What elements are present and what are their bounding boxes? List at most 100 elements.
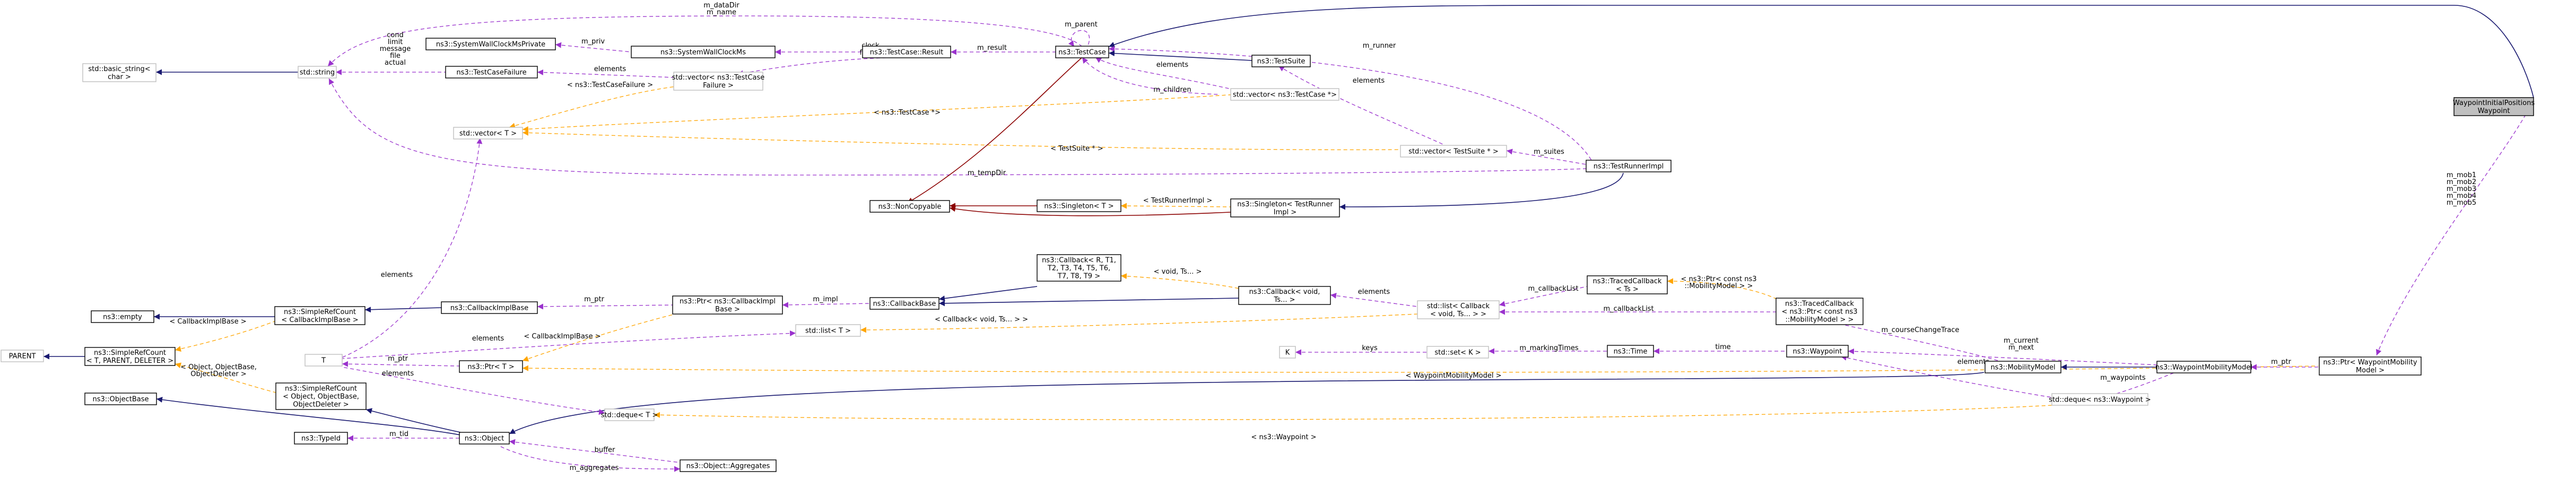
node-empty[interactable]: ns3::empty [91,310,154,323]
label-elements-dq-line: elements [382,370,414,378]
node-t[interactable]: T [304,354,343,367]
node-waypoint-label-line: ns3::Waypoint [1793,348,1842,356]
node-callbackimplbase[interactable]: ns3::CallbackImplBase [441,301,538,314]
node-simplerefcount-callbackimplbase[interactable]: ns3::SimpleRefCount< CallbackImplBase > [274,306,365,325]
label-cond-group-line: limit [388,38,403,46]
node-list-t[interactable]: std::list< T > [795,324,861,337]
node-empty-label-line: ns3::empty [103,313,142,321]
node-simplerefcount-t-parent-deleter[interactable]: ns3::SimpleRefCount< T, PARENT, DELETER … [84,347,176,366]
node-testcase-result[interactable]: ns3::TestCase::Result [862,46,951,58]
node-deque-t-box [604,408,655,421]
node-std-string[interactable]: std::string [298,66,337,79]
node-objectbase-label: ns3::ObjectBase [92,396,149,404]
node-object-aggregates[interactable]: ns3::Object::Aggregates [680,459,777,472]
label-buffer-line: buffer [595,446,615,454]
node-tracedcallback-mobilitymodel[interactable]: ns3::TracedCallback< ns3::Ptr< const ns3… [1776,298,1864,325]
node-tracedcallback-mobilitymodel-label-line: ::MobilityModel > > [1786,316,1854,324]
label-m-ptr-wmm-line: m_ptr [2271,358,2292,366]
edge-object-to-mobility [509,372,1985,434]
node-deque-t[interactable]: std::deque< T > [601,408,658,421]
node-singleton-t[interactable]: ns3::Singleton< T > [1037,199,1121,212]
node-set-k[interactable]: std::set< K > [1426,346,1489,359]
edge-vectort-to-vector-failure [509,84,690,129]
node-systemwallclockms[interactable]: ns3::SystemWallClockMs [631,46,776,58]
node-parent[interactable]: PARENT [1,350,44,362]
node-typeid-box [294,432,348,445]
node-list-t-label-line: std::list< T > [805,327,851,335]
label-m-suites: m_suites [1534,148,1564,156]
node-basic-string-box [82,63,156,82]
node-k[interactable]: K [1279,346,1296,359]
node-tracedcallback-mobilitymodel-label-line: < ns3::Ptr< const ns3 [1782,308,1858,316]
edge-cbimpl-to-ptrcb [537,303,673,310]
edge-listt-to-t [342,330,796,359]
node-k-label-line: K [1285,349,1290,357]
node-testsuite[interactable]: ns3::TestSuite [1251,55,1311,67]
node-callback-r-t1-t9-box [1037,254,1121,282]
node-ptr-t-label-line: ns3::Ptr< T > [467,363,514,371]
edge-callbackbase-to-callback9 [938,286,1038,302]
node-vector-testcase-ptr[interactable]: std::vector< ns3::TestCase *> [1230,88,1339,101]
node-object[interactable]: ns3::Object [459,432,510,445]
node-systemwallclockms-box [631,46,776,58]
node-waypoint-mobility-model[interactable]: ns3::WaypointMobilityModel [2155,361,2252,373]
node-time[interactable]: ns3::Time [1607,345,1654,358]
label-lt-callback-void-ts: < Callback< void, Ts... > > [935,316,1028,324]
node-callbackimplbase-label-line: ns3::CallbackImplBase [450,304,528,312]
node-waypoint-initial-positions-label-line: Waypoint [2478,107,2510,115]
label-time: time [1715,343,1730,351]
node-list-callback-void-ts[interactable]: std::list< Callback< void, Ts... > > [1417,300,1500,319]
node-testcase-failure[interactable]: ns3::TestCaseFailure [445,66,538,79]
node-simplerefcount-t-parent-deleter-box [84,347,176,366]
node-callback-void-ts[interactable]: ns3::Callback< void,Ts... > [1238,286,1331,305]
edge-layer [43,5,2534,472]
node-k-box [1279,346,1296,359]
node-singleton-t-label-line: ns3::Singleton< T > [1044,203,1113,211]
node-tracedcallback-ts-label-line: < Ts > [1616,285,1639,293]
node-mobilitymodel[interactable]: ns3::MobilityModel [1985,361,2061,373]
node-testcase-label-line: ns3::TestCase [1058,49,1106,57]
node-simplerefcount-object[interactable]: ns3::SimpleRefCount< Object, ObjectBase,… [275,382,367,410]
label-m-suites-line: m_suites [1534,148,1564,156]
label-lt-ptr-const-mm: < ns3::Ptr< const ns3::MobilityModel > > [1681,275,1757,290]
node-object-aggregates-label: ns3::Object::Aggregates [686,463,770,471]
node-waypoint[interactable]: ns3::Waypoint [1786,345,1849,358]
node-callback-r-t1-t9[interactable]: ns3::Callback< R, T1,T2, T3, T4, T5, T6,… [1037,254,1121,282]
node-deque-waypoint[interactable]: std::deque< ns3::Waypoint > [2049,393,2151,406]
label-lt-testcase-ptr: < ns3::TestCase *> [874,109,941,117]
node-callbackbase[interactable]: ns3::CallbackBase [869,297,939,310]
edge-singleton-t-to-runner [1120,203,1231,209]
node-simplerefcount-t-parent-deleter-label-line: < T, PARENT, DELETER > [86,357,173,365]
node-testcase[interactable]: ns3::TestCase [1055,46,1109,58]
node-systemwallclockms-private[interactable]: ns3::SystemWallClockMsPrivate [425,38,556,50]
node-objectbase[interactable]: ns3::ObjectBase [84,393,157,405]
edge-ptrwmm-to-waypoint-initial [2375,115,2526,356]
node-waypoint-mobility-model-label-line: ns3::WaypointMobilityModel [2155,364,2252,372]
node-testrunner-impl[interactable]: ns3::TestRunnerImpl [1586,160,1672,172]
node-vector-t-box [453,127,523,140]
node-vector-testsuite-ptr[interactable]: std::vector< TestSuite * > [1400,145,1507,158]
label-m-coursechangetrace-line: m_courseChangeTrace [1882,326,1960,334]
node-typeid[interactable]: ns3::TypeId [294,432,348,445]
node-tracedcallback-ts[interactable]: ns3::TracedCallback< Ts > [1587,275,1668,294]
label-lt-waypoint: < ns3::Waypoint > [1251,433,1317,441]
node-list-callback-void-ts-label-line: < void, Ts... > > [1430,310,1486,318]
node-noncopyable-label-line: ns3::NonCopyable [878,203,942,211]
node-time-box [1607,345,1654,358]
node-basic-string[interactable]: std::basic_string<char > [82,63,156,82]
label-m-mob-group-line: m_mob1 [2447,171,2476,179]
node-vector-t[interactable]: std::vector< T > [453,127,523,140]
node-ptr-t[interactable]: ns3::Ptr< T > [459,360,523,373]
label-m-aggregates-line: m_aggregates [570,464,619,472]
node-simplerefcount-object-label-line: ns3::SimpleRefCount [285,385,357,393]
node-noncopyable[interactable]: ns3::NonCopyable [869,200,950,213]
edge-list-to-tracedt [1499,286,1588,307]
